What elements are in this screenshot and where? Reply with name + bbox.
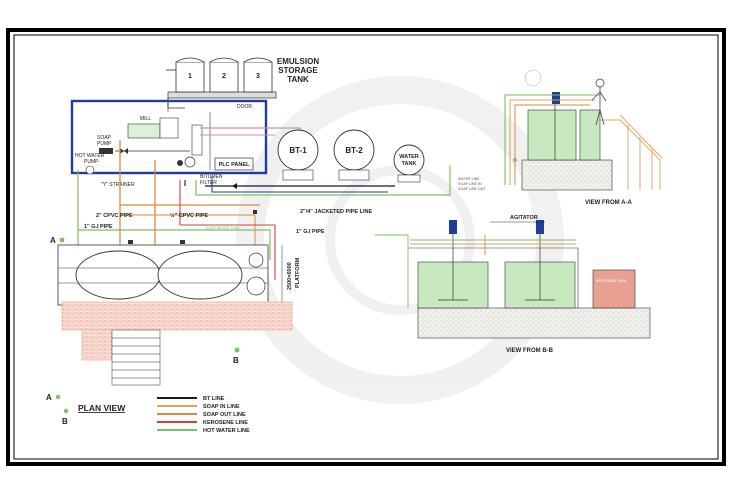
- mill: MILL: [127, 116, 179, 139]
- brick-wall-left: [61, 301, 293, 331]
- storage-tank-number: 3: [256, 73, 260, 80]
- point-a-label: A: [50, 236, 56, 245]
- emulsion-title-line2: STORAGE: [278, 66, 318, 75]
- bb-kerosene-tank: [592, 269, 636, 309]
- soap-pump-label-2: PUMP: [97, 141, 112, 147]
- aa-water-line-label: WATER LINE: [458, 177, 480, 181]
- emulsion-storage-tanks: 1 2 3 EMULSION STORAGE TANK: [166, 57, 319, 99]
- plant-room: [70, 99, 268, 175]
- storage-tank-number: 2: [222, 73, 226, 80]
- platform: [57, 244, 269, 306]
- bt-flow-arrow: [232, 183, 237, 189]
- section-marker-a: A: [50, 236, 65, 245]
- soap-water-tank-label: SOAP WATER TANK: [206, 226, 240, 230]
- jacketed-pipe-label: 2"/4" JACKETED PIPE LINE: [300, 209, 372, 215]
- view-aa-title: VIEW FROM A-A: [585, 200, 632, 206]
- water-tank-label-2: TANK: [402, 161, 417, 167]
- bt-1-label: BT-1: [289, 146, 307, 155]
- aa-section-marker: [524, 69, 542, 87]
- plc-panel: PLC PANEL: [214, 157, 254, 171]
- plan-view-title: PLAN VIEW: [78, 403, 126, 413]
- water-tank-label-1: WATER: [399, 154, 418, 160]
- cpvc-2-label: 2" CPVC PIPE: [96, 213, 133, 219]
- emulsion-title-line1: EMULSION: [277, 57, 319, 66]
- bt-1-tank: BT-1: [277, 129, 319, 181]
- legend-label: BT LINE: [203, 396, 225, 402]
- view-aa: WATER LINE SOAP LINE IN SOAP LINE OUT VI…: [458, 69, 663, 206]
- emulsion-title-line3: TANK: [287, 75, 309, 84]
- legend-point-a: A: [46, 393, 52, 402]
- gi-1b-label: 1" G.I PIPE: [296, 229, 325, 235]
- view-bb: AGITATOR KEROSENE TANK VIEW FROM B-B: [375, 215, 651, 354]
- legend-label: KEROSENE LINE: [203, 420, 248, 426]
- soap-pump-label-1: SOAP: [97, 135, 112, 141]
- legend-label: SOAP OUT LINE: [203, 412, 246, 418]
- brick-wall-bottom: [81, 329, 113, 361]
- operator-figure: [591, 78, 607, 126]
- storage-tank: 3: [243, 57, 273, 93]
- gi-1a-label: 1" G.I PIPE: [84, 224, 113, 230]
- bb-motor-1: [449, 220, 457, 234]
- legend-label: HOT WATER LINE: [203, 428, 250, 434]
- legend-point-b: B: [62, 417, 68, 426]
- storage-tank: 1: [175, 57, 205, 93]
- bt-2-label: BT-2: [345, 146, 363, 155]
- storage-tank: 2: [209, 57, 239, 93]
- section-marker-b: B: [233, 347, 240, 365]
- bitumen-filter-label-1: BITUMEN: [200, 174, 223, 180]
- aa-stairs: [598, 114, 663, 190]
- legend-label: SOAP IN LINE: [203, 404, 240, 410]
- door-label: DOOR: [237, 104, 252, 110]
- bitumen-filter-label-2: FILTER: [200, 180, 217, 186]
- hot-water-pump: HOT WATER PUMP: [75, 153, 105, 175]
- soap-pump: SOAP PUMP: [97, 135, 113, 154]
- mill-label: MILL: [140, 116, 151, 122]
- legend: BT LINE SOAP IN LINE SOAP OUT LINE KEROSENE…: [157, 396, 250, 434]
- agitator-label: AGITATOR: [510, 215, 538, 221]
- aa-motor: [552, 92, 560, 104]
- line-valves: [128, 210, 257, 244]
- storage-tank-number: 1: [188, 73, 192, 80]
- aa-ground: [521, 159, 613, 191]
- hot-water-pump-label-1: HOT WATER: [75, 153, 105, 159]
- hot-water-pump-label-2: PUMP: [84, 159, 99, 165]
- aa-soap-line-in-label: SOAP LINE IN: [458, 182, 482, 186]
- bt-2-tank: BT-2: [333, 129, 375, 181]
- cpvc-half-label: ½" CPVC PIPE: [170, 212, 208, 219]
- inner-border: [13, 34, 719, 460]
- platform-dimension-label-1: 2500×6000: [287, 262, 293, 290]
- bb-motor-2: [536, 220, 544, 234]
- bb-ground: [417, 307, 651, 339]
- plc-panel-label: PLC PANEL: [219, 162, 250, 168]
- water-tank: WATER TANK: [393, 144, 425, 183]
- view-bb-title: VIEW FROM B-B: [506, 348, 554, 354]
- strainer-label: "Y" STRAINER: [101, 182, 135, 188]
- platform-dimension-label-2: PLATFORM: [295, 257, 301, 288]
- platform-dimension: 2500×6000 PLATFORM: [281, 245, 301, 302]
- aa-soap-line-out-label: SOAP LINE OUT: [458, 187, 486, 191]
- kerosene-tank-bb-label: KEROSENE TANK: [596, 279, 627, 283]
- staircase: [111, 329, 161, 386]
- point-b-label: B: [233, 356, 239, 365]
- legend-markers: A B: [46, 393, 69, 426]
- room-equipment: [115, 112, 211, 170]
